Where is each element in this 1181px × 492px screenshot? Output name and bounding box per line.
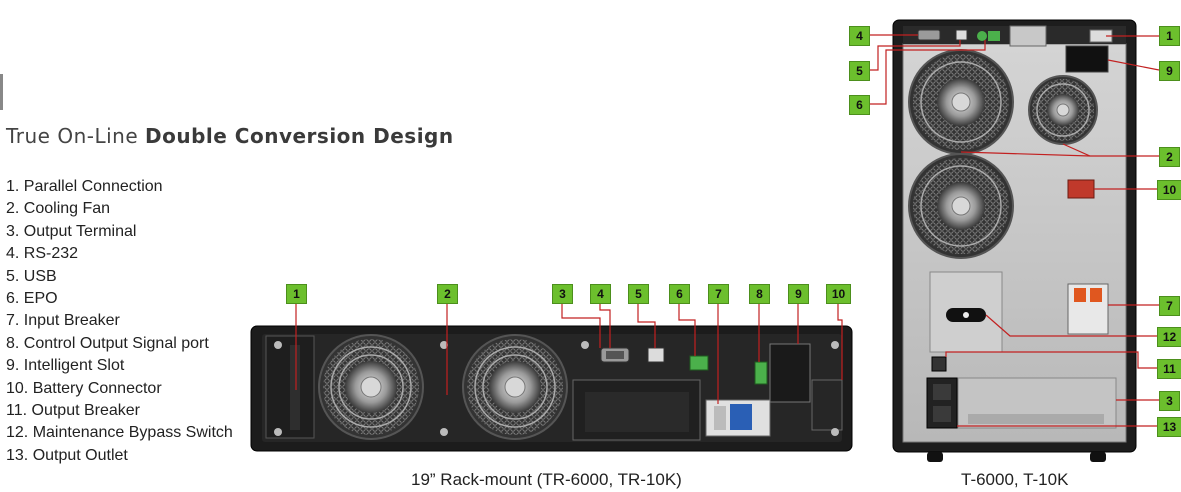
tower-badge-10: 10 (1157, 180, 1181, 200)
legend-item: 3. Output Terminal (6, 222, 137, 240)
legend-item: 7. Input Breaker (6, 312, 120, 330)
rack-input-breaker (705, 399, 771, 437)
rack-badge-6: 6 (669, 284, 690, 304)
tower-input-breaker (1067, 283, 1109, 335)
rack-fan-right (462, 334, 568, 440)
rack-mount-ups (250, 325, 853, 452)
legend-item: 9. Intelligent Slot (6, 357, 125, 375)
rack-epo-port (689, 355, 709, 371)
tower-fan-lower-left (908, 153, 1014, 259)
tower-caption: T-6000, T-10K (961, 470, 1069, 489)
legend-item: 2. Cooling Fan (6, 200, 111, 218)
tower-ups (892, 19, 1137, 462)
rack-badge-5: 5 (628, 284, 649, 304)
tower-output-outlet (926, 377, 958, 429)
rack-badge-1: 1 (286, 284, 307, 304)
rack-badge-10: 10 (826, 284, 851, 304)
tower-rs232-port (917, 29, 941, 41)
tower-intelligent-slot (1065, 45, 1109, 73)
rack-intelligent-slot (769, 343, 811, 403)
tower-badge-7: 7 (1159, 296, 1180, 316)
legend-item: 13. Output Outlet (6, 446, 128, 464)
rack-badge-4: 4 (590, 284, 611, 304)
tower-output-breaker (931, 356, 947, 372)
tower-badge-13: 13 (1157, 417, 1181, 437)
rack-badge-8: 8 (749, 284, 770, 304)
heading-light-text: True On-Line (6, 124, 146, 148)
rack-output-terminal (572, 379, 701, 441)
tower-badge-6: 6 (849, 95, 870, 115)
tower-output-terminal (957, 377, 1117, 429)
rack-badge-7: 7 (708, 284, 729, 304)
legend-item: 5. USB (6, 267, 57, 285)
legend-item: 6. EPO (6, 290, 58, 308)
parallel-connection-plate (265, 335, 315, 439)
tower-parallel-connection (1009, 25, 1113, 47)
tower-badge-2: 2 (1159, 147, 1180, 167)
legend-item: 4. RS-232 (6, 245, 79, 263)
rack-control-signal-port (754, 361, 768, 385)
heading-bold-text: Double Conversion Design (145, 124, 454, 148)
legend-item: 11. Output Breaker (6, 402, 140, 420)
tower-maintenance-bypass-switch (929, 271, 1003, 353)
tower-leader-lines (870, 34, 1160, 427)
legend-item: 10. Battery Connector (6, 379, 162, 397)
tower-fan-upper-left (908, 49, 1014, 155)
rack-rs232-port (600, 347, 630, 363)
rack-leader-lines (295, 300, 843, 404)
rack-battery-connector (811, 379, 843, 431)
tower-badge-4: 4 (849, 26, 870, 46)
tower-battery-connector (1067, 179, 1095, 199)
rack-fan-left (318, 334, 424, 440)
tower-badge-1: 1 (1159, 26, 1180, 46)
tower-badge-5: 5 (849, 61, 870, 81)
edge-marker (0, 74, 3, 110)
rack-caption: 19” Rack-mount (TR-6000, TR-10K) (411, 470, 682, 489)
legend-item: 1. Parallel Connection (6, 178, 163, 195)
rack-usb-port (647, 347, 665, 363)
rack-badge-3: 3 (552, 284, 573, 304)
tower-epo-port (977, 31, 1000, 41)
tower-badge-9: 9 (1159, 61, 1180, 81)
section-heading: True On-Line Double Conversion Design (6, 124, 454, 148)
legend-item: 8. Control Output Signal port (6, 334, 209, 352)
tower-fan-upper-right (1028, 75, 1098, 145)
tower-usb-port (955, 29, 968, 41)
legend-item: 12. Maintenance Bypass Switch (6, 424, 233, 442)
tower-badge-3: 3 (1159, 391, 1180, 411)
tower-badge-11: 11 (1157, 359, 1181, 379)
rack-badge-9: 9 (788, 284, 809, 304)
component-legend: 1. Parallel Connection 2. Cooling Fan 3.… (6, 176, 233, 467)
tower-badge-12: 12 (1157, 327, 1181, 347)
rack-badge-2: 2 (437, 284, 458, 304)
